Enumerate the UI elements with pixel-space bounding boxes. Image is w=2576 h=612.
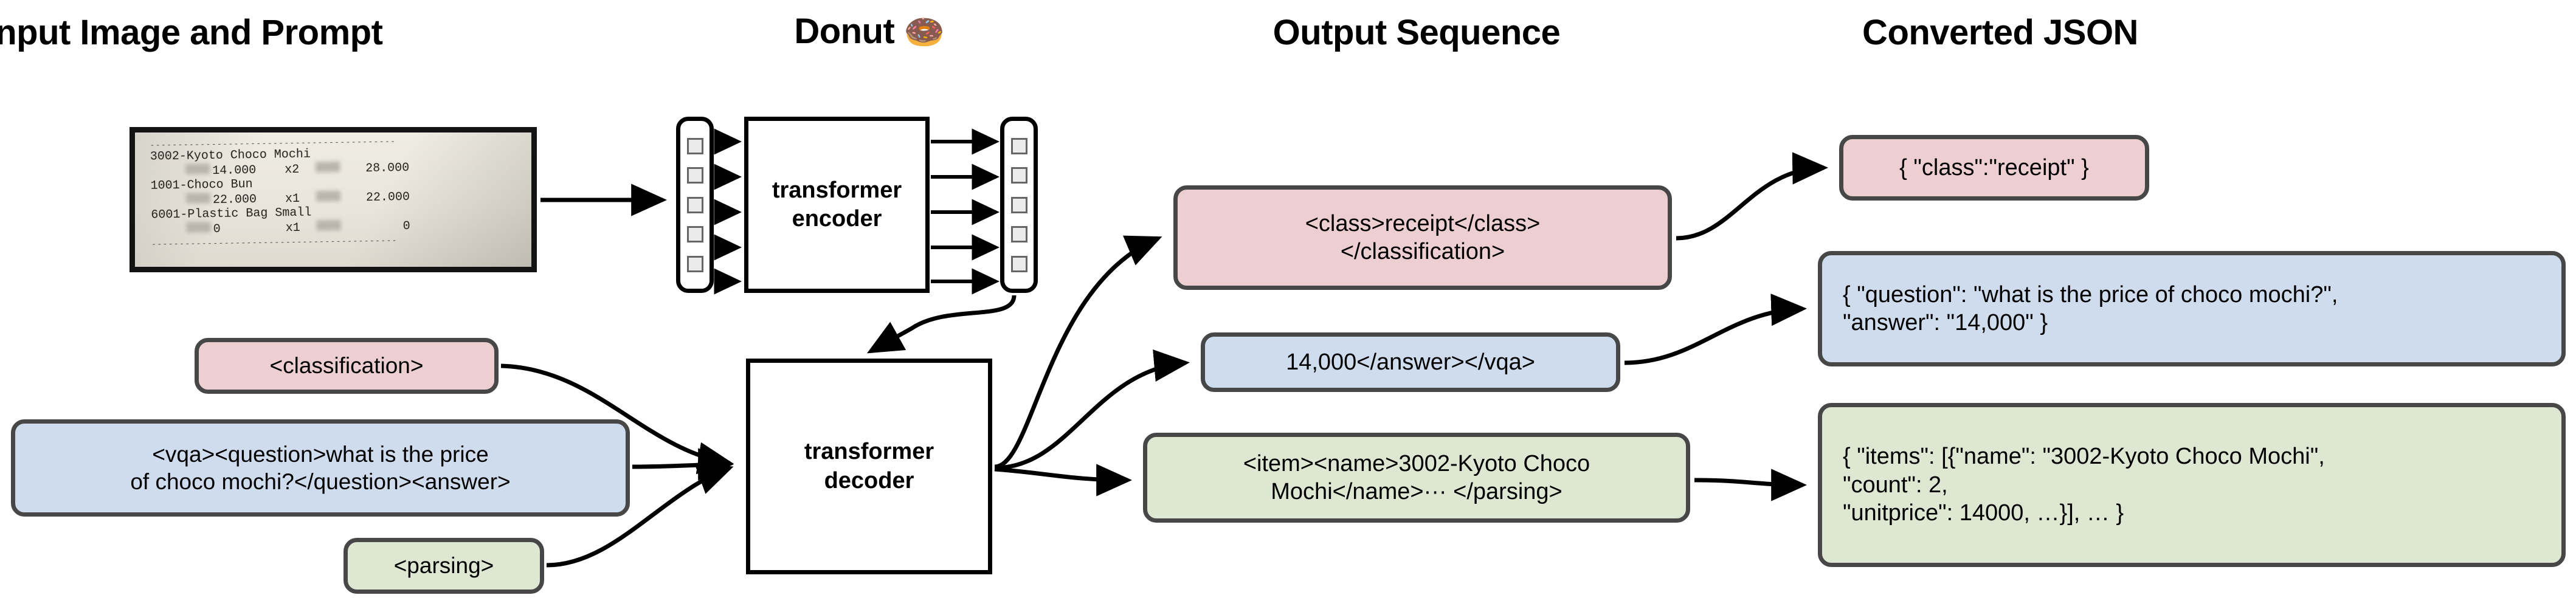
token-square (686, 255, 703, 272)
transformer-encoder-block: transformer encoder (744, 117, 930, 293)
token-square (1010, 167, 1027, 184)
column-title-input-text: Input Image and Prompt (0, 13, 383, 52)
receipt-redaction-block (186, 222, 211, 233)
transformer-decoder-block: transformer decoder (746, 359, 992, 574)
token-square (1010, 137, 1027, 154)
receipt-redaction-block (316, 161, 340, 173)
token-square (686, 226, 703, 242)
output-box-classification[interactable]: <class>receipt</class> </classification> (1173, 185, 1672, 290)
column-title-input: Input Image and Prompt (0, 12, 383, 53)
prompt-box-classification[interactable]: <classification> (195, 338, 499, 394)
arrow-encoder-to-decoder (866, 295, 1017, 354)
token-square (686, 196, 703, 213)
receipt-redaction-block (316, 219, 341, 231)
encoder-input-token-column (676, 117, 714, 293)
token-square (686, 137, 703, 154)
receipt-redaction-block (185, 193, 211, 204)
arrow-output-to-json-classification (1676, 152, 1828, 241)
column-title-model-text: Donut (794, 12, 904, 51)
output-box-parsing[interactable]: <item><name>3002-Kyoto Choco Mochi</name… (1143, 433, 1690, 523)
input-receipt-image: ----------------------------------------… (129, 127, 537, 272)
receipt-redaction-block (316, 190, 341, 202)
arrow-output-to-json-parsing (1694, 469, 1807, 501)
token-square (1010, 196, 1027, 213)
arrow-output-to-json-vqa (1624, 294, 1807, 365)
token-square (686, 167, 703, 184)
column-title-output: Output Sequence (1273, 12, 1561, 53)
column-title-json: Converted JSON (1862, 12, 2138, 53)
column-title-json-text: Converted JSON (1862, 13, 2138, 52)
encoder-output-token-column (1000, 117, 1038, 293)
column-title-model: Donut 🍩 (794, 11, 945, 52)
arrow-decoder-to-output-parsing (994, 464, 1132, 497)
token-square (1010, 255, 1027, 272)
json-box-classification[interactable]: { "class":"receipt" } (1839, 135, 2149, 201)
prompt-box-parsing[interactable]: <parsing> (344, 538, 544, 594)
receipt-redaction-block (185, 163, 210, 174)
json-box-vqa[interactable]: { "question": "what is the price of choc… (1818, 251, 2566, 366)
receipt-content: ----------------------------------------… (135, 132, 531, 267)
prompt-box-vqa[interactable]: <vqa><question>what is the price of choc… (11, 419, 630, 517)
receipt-indent (150, 174, 185, 175)
json-box-parsing[interactable]: { "items": [{"name": "3002-Kyoto Choco M… (1818, 403, 2566, 567)
column-title-output-text: Output Sequence (1272, 13, 1561, 52)
output-box-vqa[interactable]: 14,000</answer></vqa> (1201, 332, 1620, 392)
receipt-bottom-rule: ----------------------------------------… (151, 236, 398, 249)
arrow-prompt-vqa-to-decoder (632, 448, 734, 481)
token-square (1010, 226, 1027, 242)
donut-icon: 🍩 (903, 14, 945, 50)
